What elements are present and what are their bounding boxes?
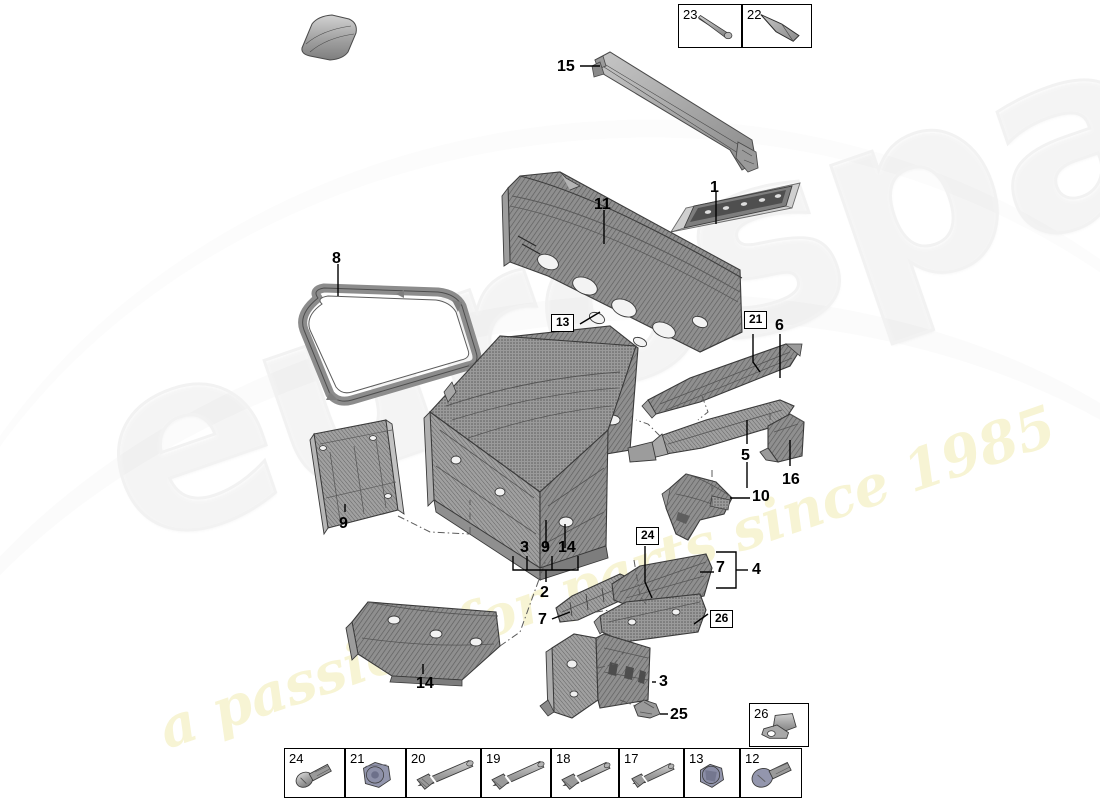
part-3-bulkhead-bracket <box>539 633 651 719</box>
part-box-26[interactable]: 26 <box>749 703 809 747</box>
construction-lines <box>397 395 771 707</box>
callout-25: 25 <box>670 706 688 723</box>
part-box-24-label: 24 <box>289 751 304 766</box>
callout-26-boxed: 26 <box>710 610 734 628</box>
screw-pan-icon <box>295 763 332 788</box>
rivet-short-icon <box>561 761 611 790</box>
part-14-floor-plate <box>345 601 501 687</box>
part-16-end-bracket <box>759 413 805 463</box>
grommet-nut-icon <box>363 761 391 788</box>
part-box-13[interactable]: 13 <box>684 748 740 798</box>
callout-24-boxed: 24 <box>636 527 660 545</box>
callout-14-group: 14 <box>558 539 576 556</box>
part-box-17[interactable]: 17 <box>619 748 684 798</box>
pin-long-icon <box>697 15 733 40</box>
callout-2: 2 <box>540 584 549 601</box>
part-box-13-label: 13 <box>689 751 704 766</box>
part-box-20[interactable]: 20 <box>406 748 481 798</box>
rivet-med-icon <box>491 760 545 790</box>
callout-3: 3 <box>659 673 668 690</box>
part-box-19[interactable]: 19 <box>481 748 551 798</box>
callout-9: 9 <box>339 515 348 532</box>
callout-10: 10 <box>752 488 770 505</box>
callout-7: 7 <box>538 611 547 628</box>
part-10-wheelhouse-bracket <box>661 473 733 541</box>
part-box-21[interactable]: 21 <box>345 748 406 798</box>
callout-7-group: 7 <box>716 559 725 576</box>
part-5-lower-rail <box>627 399 795 463</box>
part-box-26-label: 26 <box>754 706 769 721</box>
part-box-12-label: 12 <box>745 751 760 766</box>
part-box-22[interactable]: 22 <box>742 4 812 48</box>
screw-flange-icon <box>751 761 792 788</box>
rivet-mini-icon <box>631 762 675 789</box>
part-box-18-label: 18 <box>556 751 571 766</box>
callout-21-boxed: 21 <box>744 311 768 329</box>
part-9-mesh-panel <box>309 419 405 536</box>
callout-4: 4 <box>752 561 761 578</box>
part-box-22-label: 22 <box>747 7 762 22</box>
part-box-17-label: 17 <box>624 751 639 766</box>
callout-13-boxed: 13 <box>551 314 575 332</box>
callout-16: 16 <box>782 471 800 488</box>
callout-9-group: 9 <box>541 539 550 556</box>
bracket-clip-icon <box>761 713 797 739</box>
part-6-upper-rail <box>641 343 803 419</box>
part-1-perforated-strip <box>670 182 801 233</box>
part-box-18[interactable]: 18 <box>551 748 619 798</box>
callout-8: 8 <box>332 250 341 267</box>
part-11-cowl-panel <box>501 171 743 353</box>
taper-punch-icon <box>760 14 800 42</box>
part-box-23-label: 23 <box>683 7 698 22</box>
part-cover-pad <box>301 14 357 61</box>
callout-5: 5 <box>741 447 750 464</box>
plug-cap-icon <box>700 763 724 788</box>
part-box-21-label: 21 <box>350 751 365 766</box>
callout-6: 6 <box>775 317 784 334</box>
callout-11: 11 <box>594 196 611 213</box>
callout-1: 1 <box>710 179 719 196</box>
part-2-main-box-assembly <box>423 325 639 581</box>
callout-14: 14 <box>416 675 434 692</box>
part-box-23[interactable]: 23 <box>678 4 742 48</box>
part-box-19-label: 19 <box>486 751 501 766</box>
callout-15: 15 <box>557 58 575 75</box>
rivet-long-icon <box>416 759 474 790</box>
callout-3-group: 3 <box>520 539 529 556</box>
part-box-12[interactable]: 12 <box>740 748 802 798</box>
part-box-20-label: 20 <box>411 751 426 766</box>
part-box-24[interactable]: 24 <box>284 748 345 798</box>
part-4-side-panel <box>593 553 713 643</box>
